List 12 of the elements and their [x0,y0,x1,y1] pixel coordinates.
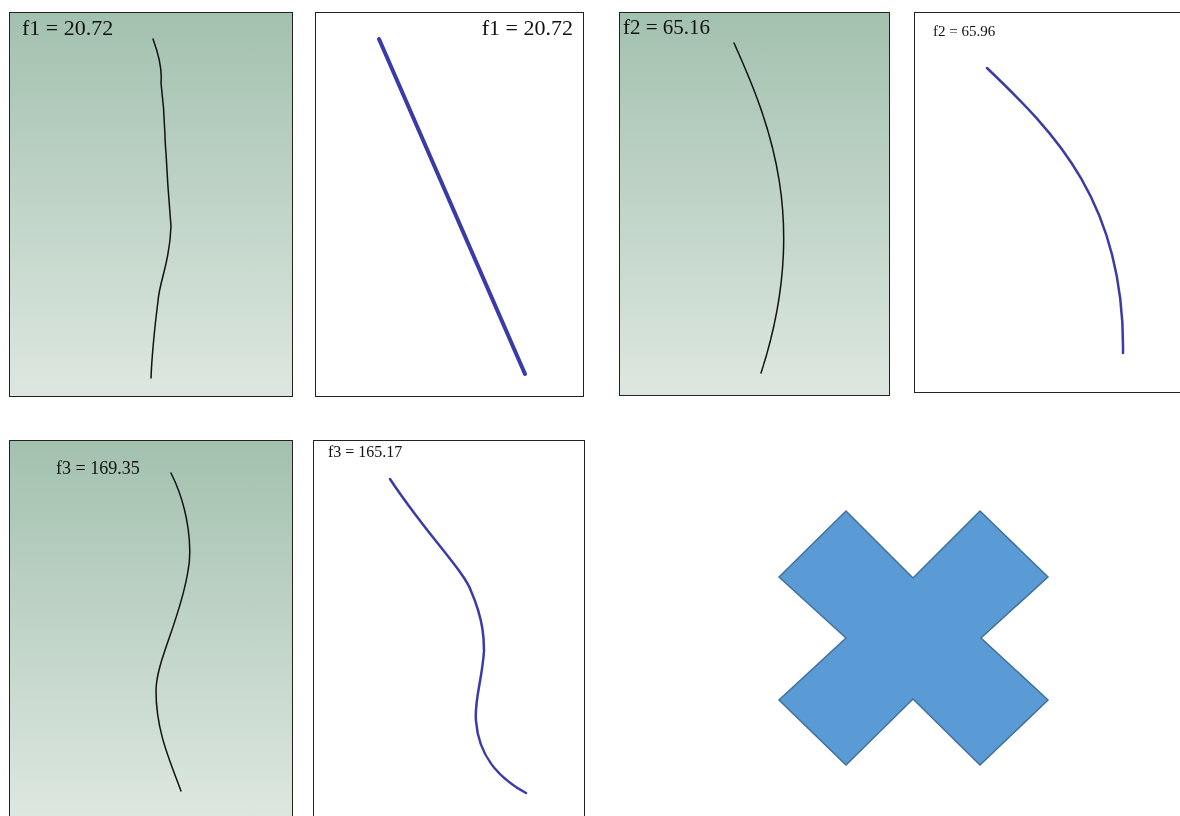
frequency-label: f3 = 165.17 [328,444,403,460]
frequency-label: f3 = 169.35 [56,459,140,477]
plot-panel [914,12,1180,393]
frequency-label: f2 = 65.96 [933,24,996,39]
frequency-label: f2 = 65.16 [623,17,711,38]
plot-panel [9,440,293,816]
plot-panel [9,12,293,397]
plot-panel [619,12,890,396]
frequency-label: f1 = 20.72 [481,17,573,39]
frequency-label: f1 = 20.72 [22,17,114,39]
plot-panel [315,12,584,397]
plot-panel [313,440,585,816]
